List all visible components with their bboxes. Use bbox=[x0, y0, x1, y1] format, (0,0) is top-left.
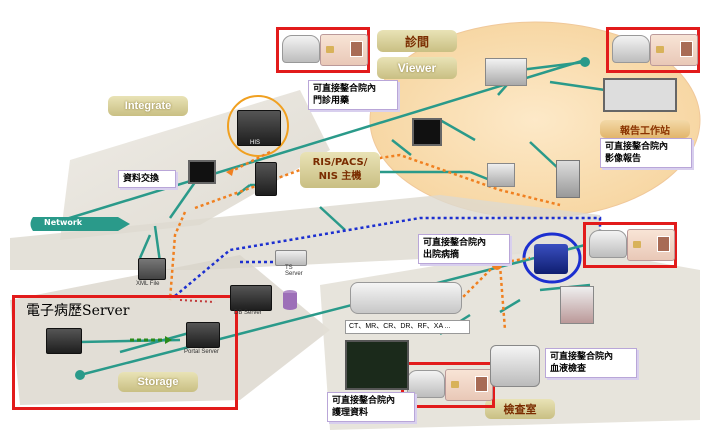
ris-line1: RIS/PACS/ bbox=[312, 157, 368, 168]
his-label: HIS bbox=[250, 140, 261, 146]
ris-line2: NIS 主機 bbox=[318, 171, 362, 182]
viewer-label: Viewer bbox=[377, 57, 457, 79]
db-drum-body bbox=[283, 293, 297, 307]
clinic-monitor-icon bbox=[412, 118, 442, 146]
clinic-label: 診間 bbox=[377, 30, 457, 52]
modalities-label-box: CT、MR、CR、DR、RF、XA ... bbox=[345, 320, 470, 334]
film-printer-icon bbox=[485, 58, 527, 86]
report-pc-icon bbox=[556, 160, 580, 198]
integrate-label: Integrate bbox=[108, 96, 188, 116]
film-viewer-icon bbox=[603, 78, 677, 112]
note-blood-test: 可直接鏊合院內 血液檢查 bbox=[545, 348, 637, 378]
blue-dotted-flows bbox=[174, 216, 602, 297]
his-ring bbox=[227, 95, 289, 157]
report-station-label: 報告工作站 bbox=[600, 120, 690, 138]
workstation-monitor-icon bbox=[188, 160, 216, 184]
portal-server-label: Portal Server bbox=[184, 349, 220, 355]
blood-analyzer-icon bbox=[490, 345, 540, 387]
card-reader-icon bbox=[282, 35, 320, 63]
db-server-label: DB Server bbox=[234, 310, 262, 316]
network-endpoint-storage bbox=[75, 370, 85, 380]
health-card-icon bbox=[445, 369, 493, 401]
portal-server-icon bbox=[186, 322, 220, 348]
emr-server-icon bbox=[46, 328, 82, 354]
network-banner bbox=[30, 217, 130, 231]
card-reader-icon bbox=[589, 230, 627, 258]
health-card-icon bbox=[627, 229, 675, 261]
modality-equipment-icon bbox=[350, 282, 462, 314]
network-endpoint-top bbox=[580, 57, 590, 67]
pacs-storage-icon bbox=[534, 244, 568, 274]
printer-icon bbox=[487, 163, 515, 187]
health-card-icon bbox=[320, 34, 368, 66]
xml-file-icon bbox=[138, 258, 166, 280]
health-card-icon bbox=[650, 34, 698, 66]
xml-file-label: XML File bbox=[136, 281, 160, 287]
note-discharge: 可直接鏊合院內 出院病摘 bbox=[418, 234, 510, 264]
note-outpatient: 可直接鏊合院內 門診用藥 bbox=[308, 80, 398, 110]
note-nursing: 可直接鏊合院內 護理資料 bbox=[327, 392, 415, 422]
report-card-box bbox=[606, 27, 700, 73]
his-server-icon bbox=[237, 110, 281, 146]
db-server-icon bbox=[230, 285, 272, 311]
ris-label: RIS/PACS/ NIS 主機 bbox=[300, 152, 380, 188]
red-dotted-flow bbox=[179, 299, 216, 303]
network-label: Network bbox=[44, 218, 83, 227]
lab-analyzer-icon bbox=[560, 286, 594, 324]
discharge-card-box bbox=[583, 222, 677, 268]
note-data-exchange: 資料交換 bbox=[118, 170, 176, 188]
storage-label: Storage bbox=[118, 372, 198, 392]
note-image-report: 可直接鏊合院內 影像報告 bbox=[600, 138, 692, 168]
clinic-card-box bbox=[276, 27, 370, 73]
emr-server-title: 電子病歷Server bbox=[26, 303, 130, 319]
exam-room-label: 檢查室 bbox=[485, 399, 555, 419]
ris-tower-icon bbox=[255, 162, 277, 196]
emr-server-box bbox=[12, 295, 238, 410]
patient-monitor-icon bbox=[345, 340, 409, 390]
card-reader-icon bbox=[612, 35, 650, 63]
ts-server-label: TS Server bbox=[285, 265, 303, 277]
db-drum-bottom bbox=[283, 304, 297, 310]
ts-server-icon bbox=[275, 250, 307, 266]
